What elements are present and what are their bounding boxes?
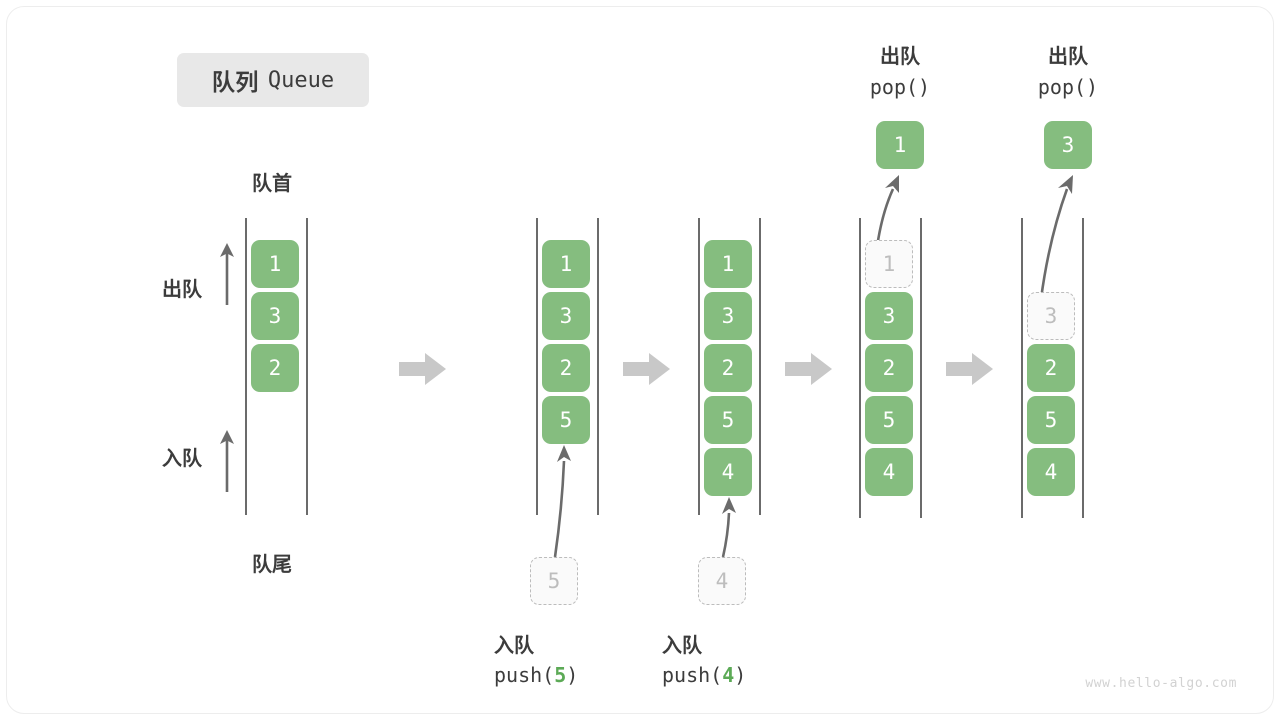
pop-1-arrow-icon	[865, 169, 911, 249]
queue-cell: 2	[542, 344, 590, 392]
title-cn: 队列	[211, 69, 259, 95]
queue-cell-value: 4	[1044, 460, 1058, 484]
dequeue-arrow-icon	[215, 241, 239, 307]
push-5-ghost-value: 5	[547, 569, 561, 593]
pop-1-popped-value: 1	[893, 133, 907, 157]
title-badge: 队列 Queue	[177, 53, 369, 107]
queue-cell-value: 2	[721, 356, 735, 380]
queue-cell-value: 5	[559, 408, 573, 432]
queue-cell: 1	[865, 240, 913, 288]
step-arrow-4-icon	[946, 352, 994, 386]
queue-cell-value: 2	[882, 356, 896, 380]
queue-cell-value: 5	[1044, 408, 1058, 432]
push-4-call-value: 4	[722, 663, 735, 687]
rail-right-col1	[306, 218, 308, 515]
queue-cell: 3	[865, 292, 913, 340]
rail-left-col4	[859, 218, 861, 518]
rail-right-col5	[1082, 218, 1084, 518]
queue-cell: 2	[704, 344, 752, 392]
push-4-ghost-cell: 4	[698, 557, 746, 605]
queue-cell: 2	[1027, 344, 1075, 392]
queue-cell-value: 5	[882, 408, 896, 432]
queue-column-after-push-4: 1 3 2 5 4	[704, 240, 752, 496]
queue-cell-value: 5	[721, 408, 735, 432]
step-arrow-2-icon	[623, 352, 671, 386]
queue-cell: 3	[704, 292, 752, 340]
push-4-ghost-value: 4	[715, 569, 729, 593]
queue-cell: 5	[865, 396, 913, 444]
queue-cell: 5	[704, 396, 752, 444]
queue-cell-value: 3	[721, 304, 735, 328]
push-4-cn-label: 入队	[662, 635, 702, 657]
step-arrow-1-icon	[399, 352, 447, 386]
queue-cell: 2	[251, 344, 299, 392]
watermark: www.hello-algo.com	[1085, 676, 1237, 691]
push-4-call-prefix: push(	[662, 663, 723, 687]
queue-cell: 1	[542, 240, 590, 288]
push-5-call-prefix: push(	[494, 663, 555, 687]
rail-left-col2	[536, 218, 538, 515]
push-5-arrow-icon	[535, 439, 575, 559]
pop-3-call-label: pop()	[1037, 75, 1099, 99]
rail-right-col2	[597, 218, 599, 515]
pop-1-popped-cell: 1	[876, 121, 924, 169]
enqueue-arrow-icon	[215, 428, 239, 494]
push-5-call-label: push(5)	[494, 663, 674, 687]
push-4-arrow-icon	[703, 491, 743, 559]
queue-cell-value: 3	[1044, 304, 1058, 328]
queue-cell-value: 2	[1044, 356, 1058, 380]
queue-cell-value: 3	[882, 304, 896, 328]
queue-cell-value: 1	[268, 252, 282, 276]
push-5-call-suffix: )	[566, 663, 579, 687]
rail-right-col3	[759, 218, 761, 515]
queue-cell: 4	[865, 448, 913, 496]
queue-cell: 3	[251, 292, 299, 340]
rail-right-col4	[920, 218, 922, 518]
pop-3-arrow-icon	[1027, 169, 1083, 301]
push-5-call-value: 5	[554, 663, 567, 687]
rail-left-col3	[698, 218, 700, 515]
push-5-ghost-cell: 5	[530, 557, 578, 605]
queue-cell-value: 2	[559, 356, 573, 380]
rail-left-col1	[245, 218, 247, 515]
queue-cell: 4	[1027, 448, 1075, 496]
queue-cell-value: 3	[559, 304, 573, 328]
pop-3-cn-label: 出队	[1048, 46, 1088, 68]
pop-1-cn-label: 出队	[880, 46, 920, 68]
push-5-cn-label: 入队	[494, 635, 534, 657]
head-label: 队首	[252, 173, 292, 195]
queue-column-after-push-5: 1 3 2 5	[542, 240, 590, 444]
queue-column-initial: 1 3 2	[251, 240, 299, 392]
push-4-call-label: push(4)	[662, 663, 842, 687]
queue-cell: 4	[704, 448, 752, 496]
pop-3-popped-value: 3	[1061, 133, 1075, 157]
pop-1-call-label: pop()	[869, 75, 931, 99]
queue-cell-value: 4	[721, 460, 735, 484]
queue-cell: 2	[865, 344, 913, 392]
pop-3-popped-cell: 3	[1044, 121, 1092, 169]
queue-cell: 1	[704, 240, 752, 288]
queue-column-after-pop-1: 1 3 2 5 4	[865, 240, 913, 496]
push-4-call-suffix: )	[734, 663, 747, 687]
queue-cell: 3	[542, 292, 590, 340]
queue-cell: 3	[1027, 292, 1075, 340]
queue-cell-value: 1	[882, 252, 896, 276]
rail-left-col5	[1021, 218, 1023, 518]
queue-cell-value: 1	[559, 252, 573, 276]
tail-label: 队尾	[252, 554, 292, 576]
queue-cell: 1	[251, 240, 299, 288]
enqueue-label: 入队	[162, 448, 202, 470]
queue-column-after-pop-3: 3 2 5 4	[1027, 240, 1075, 496]
step-arrow-3-icon	[785, 352, 833, 386]
title-en: Queue	[267, 67, 335, 93]
queue-cell-value: 3	[268, 304, 282, 328]
diagram-card: 队列 Queue 队首 队尾 出队 入队 1 3 2 1 3 2 5 5	[6, 6, 1274, 714]
dequeue-label: 出队	[162, 279, 202, 301]
queue-cell-value: 1	[721, 252, 735, 276]
queue-cell-value: 4	[882, 460, 896, 484]
queue-cell: 5	[542, 396, 590, 444]
queue-cell: 5	[1027, 396, 1075, 444]
queue-cell-value: 2	[268, 356, 282, 380]
